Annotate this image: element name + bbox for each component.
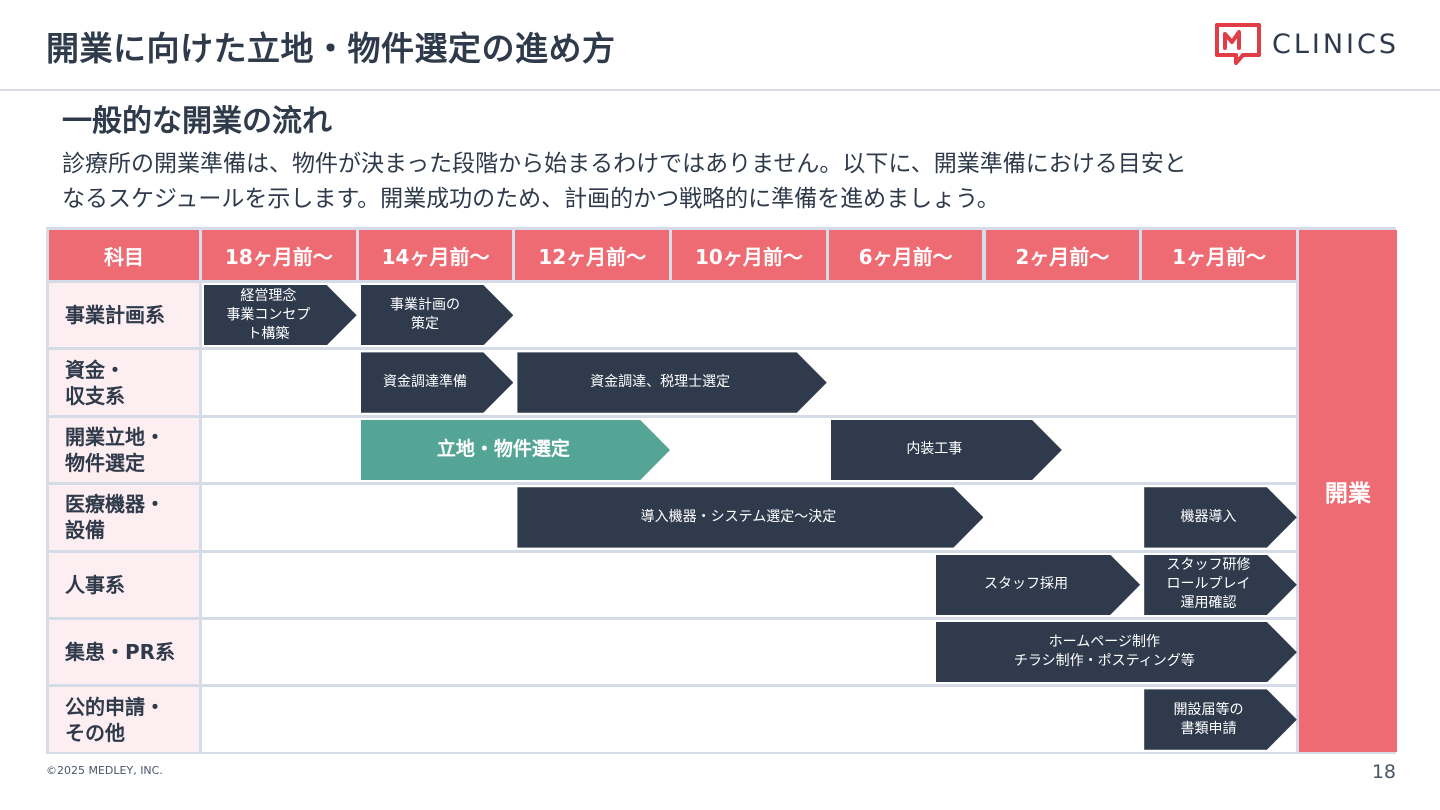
- task-bar: 立地・物件選定: [361, 420, 670, 480]
- task-bar: 機器導入: [1144, 487, 1297, 547]
- timeline-row: [202, 687, 1296, 752]
- copyright: ©2025 MEDLEY, INC.: [46, 764, 163, 777]
- month-header: 10ヶ月前〜: [672, 230, 826, 280]
- page-title: 開業に向けた立地・物件選定の進め方: [46, 29, 616, 68]
- month-header: 18ヶ月前〜: [202, 230, 356, 280]
- subject-header: 科目: [49, 230, 199, 280]
- month-header: 14ヶ月前〜: [358, 230, 513, 280]
- logo-text: CLINICS: [1272, 28, 1400, 60]
- month-header: 2ヶ月前〜: [985, 230, 1140, 280]
- task-bar: 資金調達準備: [361, 352, 514, 412]
- clinics-logo-icon: [1215, 23, 1261, 65]
- month-header: 1ヶ月前〜: [1142, 230, 1296, 280]
- task-bar: ホームページ制作 チラシ制作・ポスティング等: [936, 622, 1297, 682]
- description-line: 診療所の開業準備は、物件が決まった段階から始まるわけではありません。以下に、開業…: [62, 151, 1187, 177]
- schedule-table: 科目 18ヶ月前〜14ヶ月前〜12ヶ月前〜10ヶ月前〜6ヶ月前〜2ヶ月前〜1ヶ月…: [46, 227, 1397, 754]
- task-bar: 導入機器・システム選定〜決定: [517, 487, 983, 547]
- page-number: 18: [1371, 761, 1396, 783]
- subject-label: 医療機器・ 設備: [49, 485, 199, 550]
- task-bar: スタッフ採用: [936, 555, 1140, 615]
- header-divider: [0, 89, 1440, 91]
- section-heading: 一般的な開業の流れ: [62, 104, 332, 139]
- clinics-logo: CLINICS: [1214, 22, 1399, 66]
- description-line: なるスケジュールを示します。開業成功のため、計画的かつ戦略的に準備を進めましょう…: [62, 186, 1000, 212]
- month-header: 12ヶ月前〜: [515, 230, 670, 280]
- subject-label: 開業立地・ 物件選定: [49, 417, 199, 483]
- task-bar: 経営理念 事業コンセプ ト構築: [204, 285, 357, 345]
- subject-label: 人事系: [49, 552, 199, 617]
- subject-label: 公的申請・ その他: [49, 687, 199, 752]
- subject-label: 事業計画系: [49, 283, 199, 348]
- subject-label: 資金・ 収支系: [49, 350, 199, 415]
- subject-label: 集患・PR系: [49, 620, 199, 685]
- month-header: 6ヶ月前〜: [828, 230, 983, 280]
- task-bar: スタッフ研修 ロールプレイ 運用確認: [1144, 555, 1297, 615]
- task-bar: 資金調達、税理士選定: [517, 352, 826, 412]
- description: 診療所の開業準備は、物件が決まった段階から始まるわけではありません。以下に、開業…: [62, 147, 1382, 217]
- task-bar: 内装工事: [831, 420, 1062, 480]
- opening-column: 開業: [1298, 230, 1397, 752]
- task-bar: 開設届等の 書類申請: [1144, 689, 1297, 749]
- task-bar: 事業計画の 策定: [361, 285, 514, 345]
